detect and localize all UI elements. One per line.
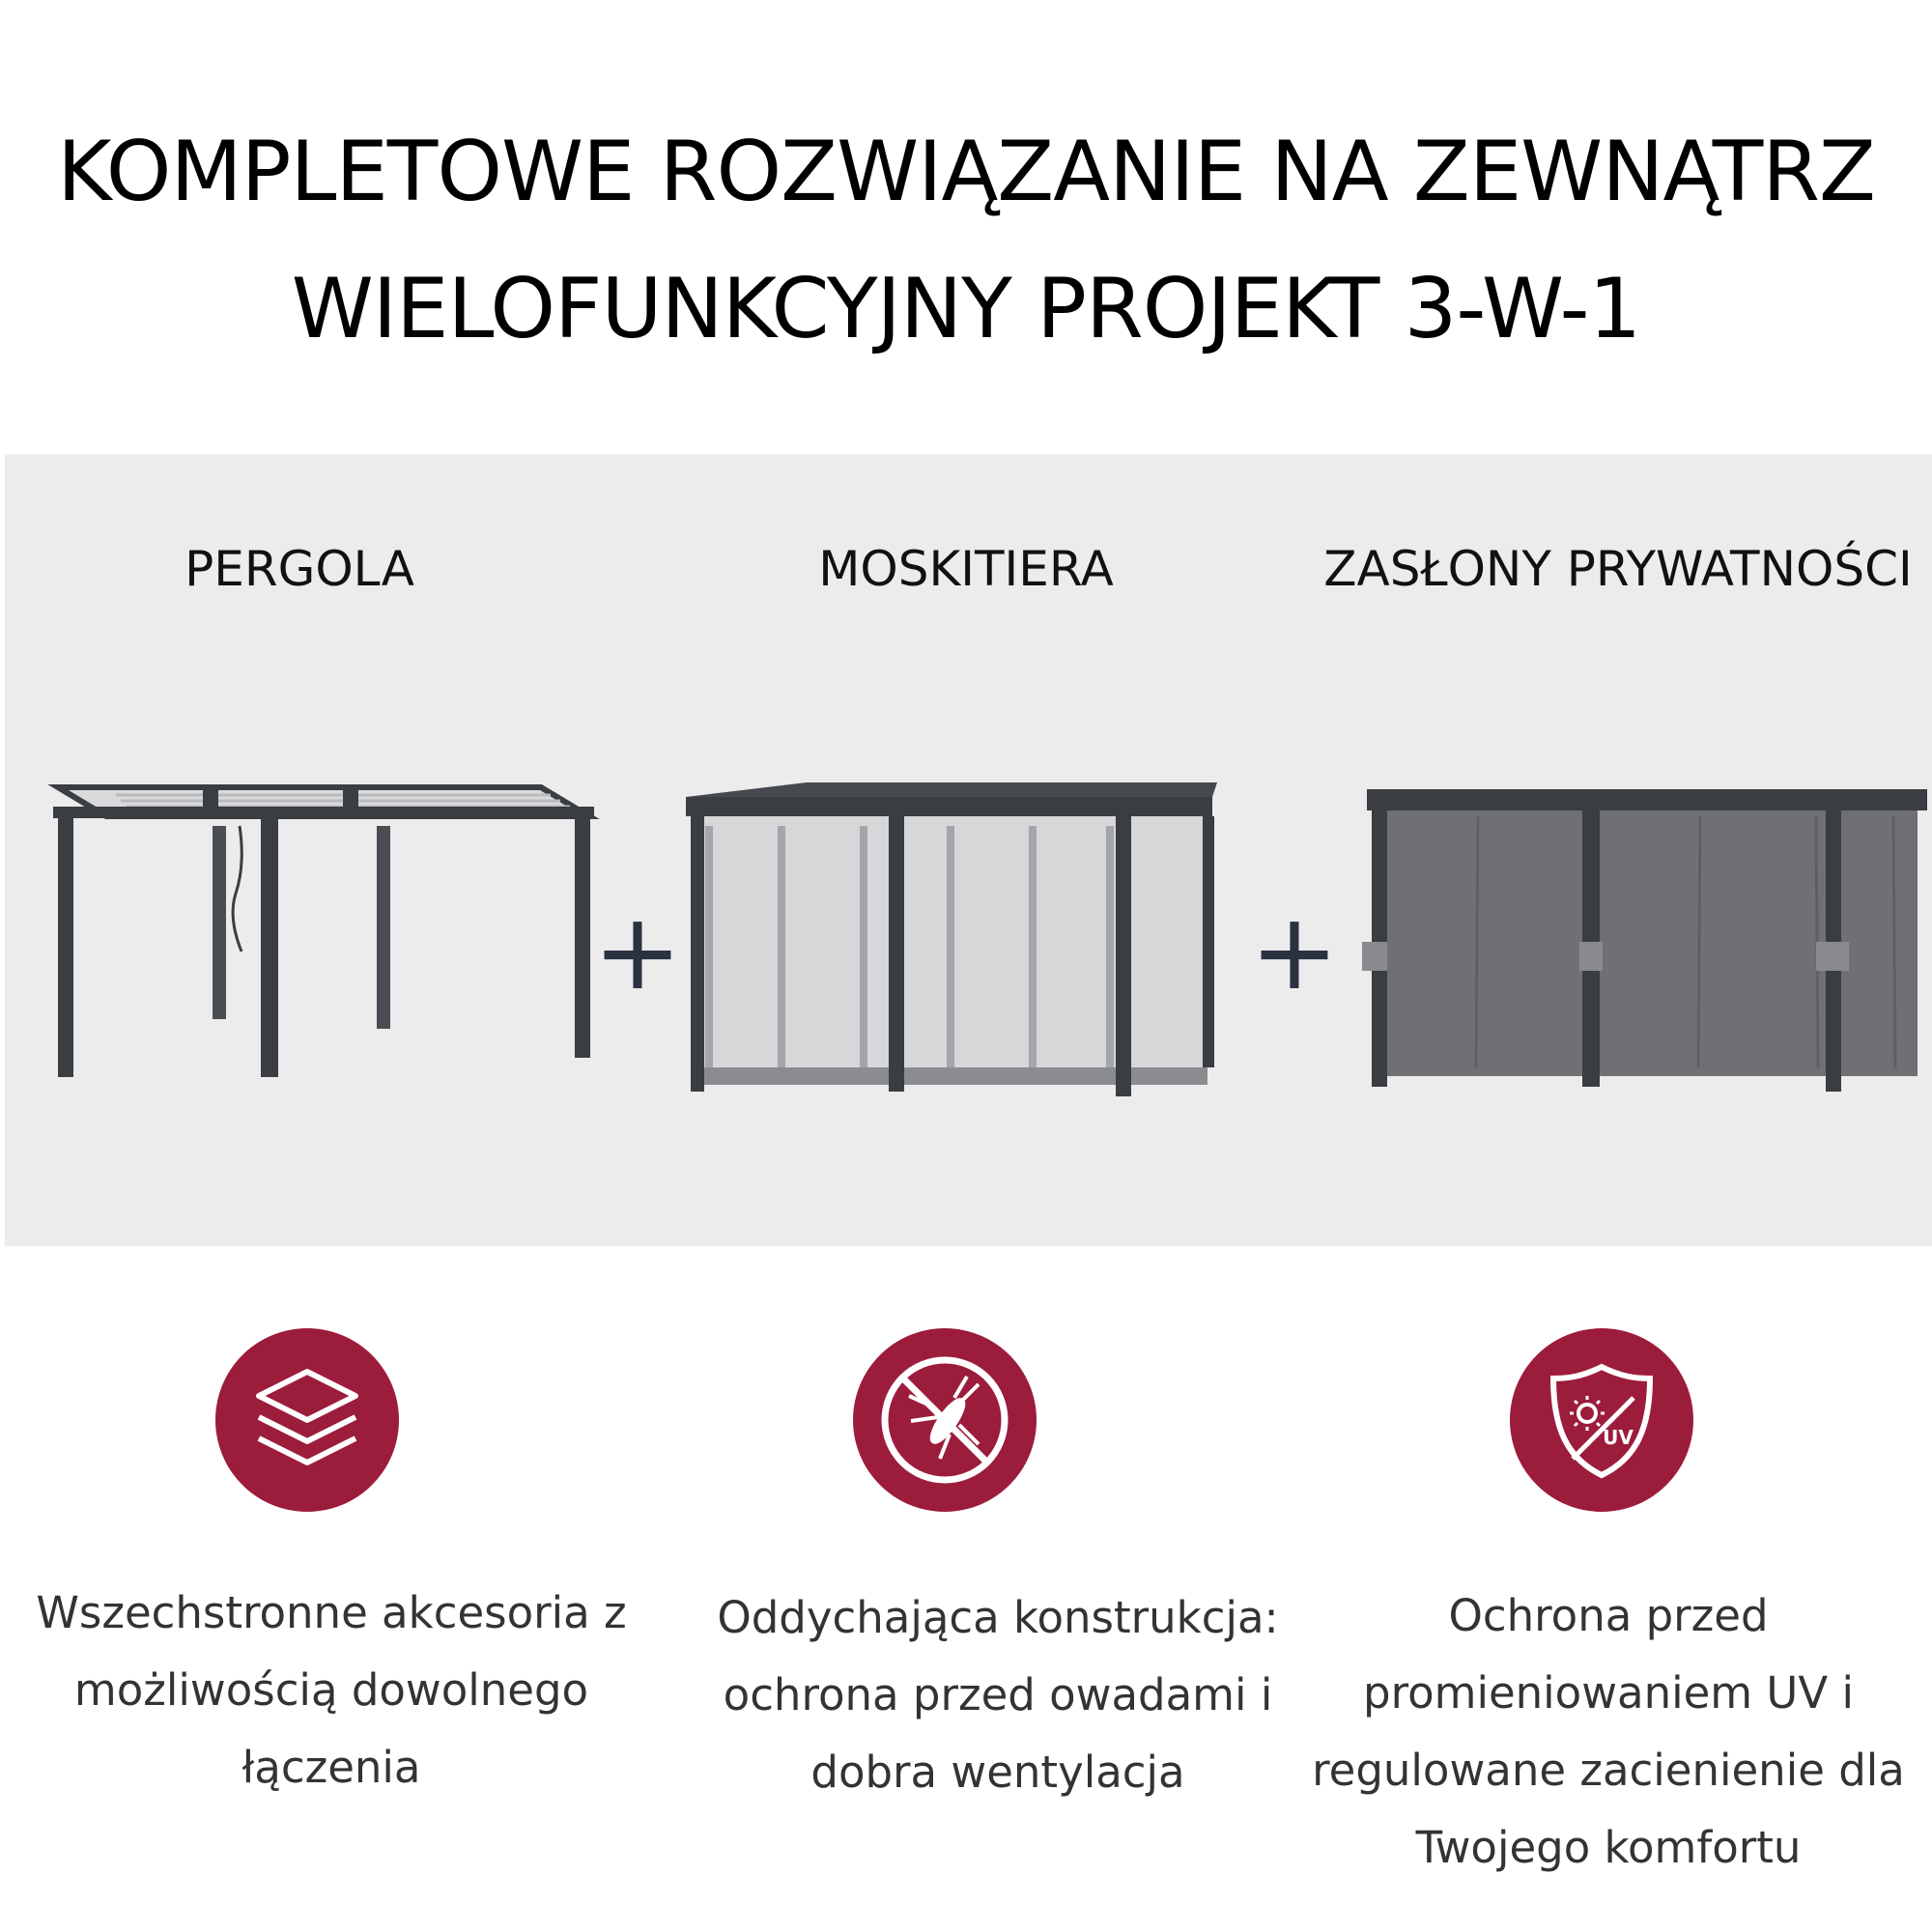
caption-line: Oddychająca konstrukcja: — [717, 1592, 1279, 1643]
layers-icon — [215, 1328, 399, 1512]
product-label-mosquito-net: MOSKITIERA — [818, 541, 1114, 597]
product-panel: PERGOLA MOSKITIERA ZASŁONY PRYWATNOŚCI + — [5, 454, 1932, 1246]
product-label-pergola: PERGOLA — [185, 541, 414, 597]
feature-caption-ventilation: Oddychająca konstrukcja: ochrona przed o… — [669, 1579, 1326, 1811]
caption-line: łączenia — [242, 1742, 421, 1793]
product-label-privacy-curtains: ZASŁONY PRYWATNOŚCI — [1323, 541, 1913, 597]
no-mosquito-icon — [853, 1328, 1037, 1512]
feature-caption-uv-protection: Ochrona przed promieniowaniem UV i regul… — [1280, 1577, 1932, 1887]
privacy-curtain-pergola-image — [1362, 789, 1927, 1092]
caption-line: dobra wentylacja — [810, 1747, 1185, 1798]
caption-line: ochrona przed owadami i — [723, 1669, 1273, 1720]
pergola-image — [48, 784, 600, 1077]
uv-icon-text: UV — [1603, 1426, 1634, 1449]
caption-line: Ochrona przed — [1448, 1590, 1769, 1641]
plus-sign-2: + — [1249, 890, 1340, 1013]
headline-line-2: WIELOFUNKCYJNY PROJEKT 3-W-1 — [291, 261, 1642, 357]
feature-caption-accessories: Wszechstronne akcesoria z możliwością do… — [3, 1575, 660, 1806]
caption-line: Wszechstronne akcesoria z — [36, 1587, 627, 1638]
plus-sign-1: + — [592, 890, 683, 1013]
mosquito-net-pergola-image — [686, 782, 1217, 1096]
caption-line: Twojego komfortu — [1415, 1822, 1802, 1873]
caption-line: możliwością dowolnego — [73, 1664, 589, 1716]
caption-line: promieniowaniem UV i — [1363, 1667, 1854, 1719]
uv-shield-icon: UV — [1510, 1328, 1693, 1512]
headline-line-1: KOMPLETOWE ROZWIĄZANIE NA ZEWNĄTRZ — [57, 124, 1876, 220]
caption-line: regulowane zacienienie dla — [1312, 1745, 1905, 1796]
